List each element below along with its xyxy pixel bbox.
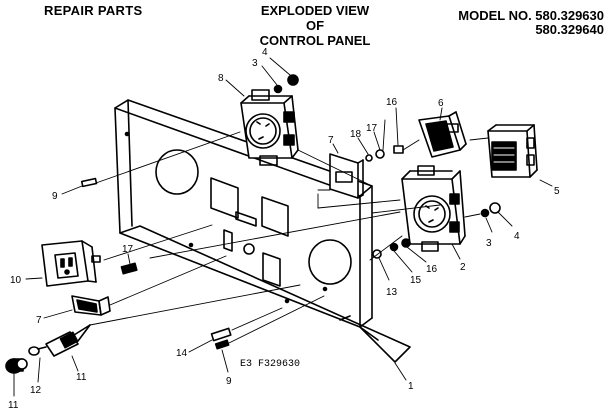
- callout-17-lower: 17: [122, 244, 134, 255]
- title-line-1: EXPLODED VIEW: [260, 3, 370, 18]
- fuse-cap-part-11: [5, 358, 28, 374]
- callout-14: 14: [176, 348, 188, 359]
- callout-10: 10: [10, 275, 22, 286]
- model-number-block: MODEL NO. 580.329630 580.329640: [432, 9, 604, 37]
- callout-9-upper: 9: [52, 191, 58, 202]
- callout-13: 13: [386, 287, 398, 298]
- lens-part-7-lower: [71, 295, 111, 316]
- callout-6: 6: [438, 98, 444, 109]
- callout-11-right: 11: [76, 372, 87, 383]
- callout-9-lower: 9: [226, 376, 232, 387]
- callout-15: 15: [410, 275, 422, 286]
- callout-3-right: 3: [486, 238, 492, 249]
- callout-1: 1: [408, 381, 414, 392]
- callout-11-left: 11: [8, 400, 19, 411]
- title-line-3: CONTROL PANEL: [259, 33, 371, 48]
- callout-12: 12: [30, 385, 42, 396]
- callout-16-upper: 16: [386, 97, 398, 108]
- exploded-view-title: EXPLODED VIEW OF CONTROL PANEL: [230, 3, 400, 48]
- receptacle-part-2: [401, 165, 466, 252]
- callout-5: 5: [554, 186, 560, 197]
- callout-4-top: 4: [262, 47, 268, 58]
- receptacle-part-8: [240, 89, 299, 166]
- callout-18: 18: [350, 129, 362, 140]
- breaker-part-5: [487, 124, 538, 178]
- fuse-holder-part-11: [45, 324, 91, 357]
- fuse-nut-part-12: [28, 346, 47, 356]
- callout-8: 8: [218, 73, 224, 84]
- callout-2: 2: [460, 262, 466, 273]
- callout-3-top: 3: [252, 58, 258, 69]
- repair-parts-title: REPAIR PARTS: [44, 3, 143, 18]
- switch-part-6: [418, 111, 467, 158]
- model-number-1: MODEL NO. 580.329630: [458, 8, 604, 23]
- callout-7-upper: 7: [328, 135, 334, 146]
- callout-16-lower: 16: [426, 264, 438, 275]
- model-number-2: 580.329640: [535, 22, 604, 37]
- callout-7-lower: 7: [36, 315, 42, 326]
- callout-17-upper: 17: [366, 123, 378, 134]
- outlet-part-10: [41, 240, 101, 287]
- callout-4-right: 4: [514, 231, 520, 242]
- title-line-2: OF: [305, 18, 325, 33]
- bracket-part-7-upper: [329, 153, 364, 199]
- callout-numbers: 1 2 3 3 4 4 5 6 7 7 8 9 9 10 11 11 12 13…: [8, 47, 560, 411]
- assembly-center-lines: [89, 131, 489, 344]
- callout-leaders: [13, 57, 553, 397]
- drawing-code: E3 F329630: [240, 359, 300, 370]
